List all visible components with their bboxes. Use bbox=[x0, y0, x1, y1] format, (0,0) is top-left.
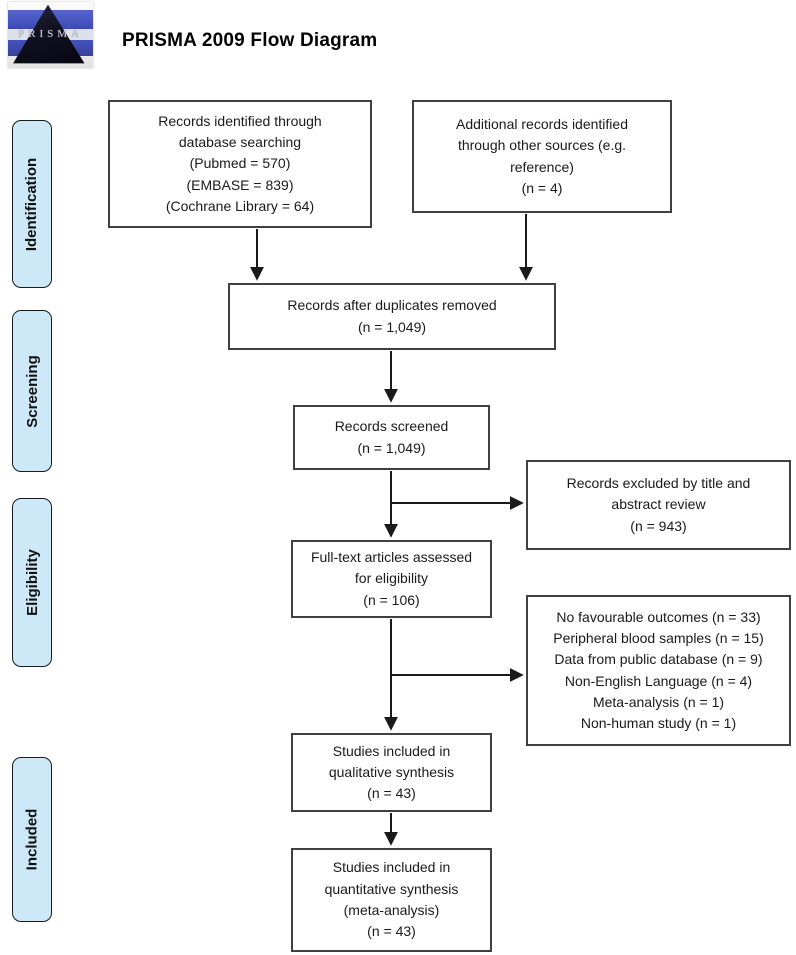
flow-box-database-records: Records identified through database sear… bbox=[108, 100, 372, 228]
stage-label-screening: Screening bbox=[12, 310, 52, 472]
flow-box-records-screened: Records screened (n = 1,049) bbox=[293, 405, 490, 470]
box-line: through other sources (e.g. bbox=[457, 137, 627, 154]
box-line: Studies included in bbox=[332, 859, 451, 876]
box-line: database searching bbox=[178, 134, 302, 151]
box-line: Peripheral blood samples (n = 15) bbox=[553, 629, 764, 646]
flow-box-excluded-title-abstract: Records excluded by title and abstract r… bbox=[526, 460, 791, 550]
box-line: (n = 43) bbox=[367, 785, 416, 802]
box-line: Data from public database (n = 9) bbox=[554, 651, 763, 668]
box-line: (n = 43) bbox=[367, 923, 416, 940]
stage-label-text: Screening bbox=[23, 354, 41, 428]
box-line: Records excluded by title and bbox=[566, 475, 751, 492]
box-line: qualitative synthesis bbox=[328, 763, 455, 780]
box-line: (Pubmed = 570) bbox=[189, 155, 291, 172]
box-line: abstract review bbox=[611, 496, 706, 513]
box-line: (n = 4) bbox=[521, 179, 563, 196]
stage-label-identification: Identification bbox=[12, 120, 52, 288]
flow-box-after-duplicates: Records after duplicates removed (n = 1,… bbox=[228, 283, 556, 350]
box-line: (n = 1,049) bbox=[357, 439, 426, 456]
flow-box-quantitative-synthesis: Studies included in quantitative synthes… bbox=[291, 848, 492, 952]
flow-box-qualitative-synthesis: Studies included in qualitative synthesi… bbox=[291, 733, 492, 812]
stage-label-text: Eligibility bbox=[23, 549, 41, 616]
box-line: for eligibility bbox=[354, 570, 429, 587]
box-line: Studies included in bbox=[332, 742, 451, 759]
box-line: Records identified through bbox=[158, 112, 322, 129]
box-line: Non-human study (n = 1) bbox=[580, 715, 737, 732]
box-line: reference) bbox=[510, 158, 574, 175]
box-line: (Cochrane Library = 64) bbox=[165, 197, 315, 214]
box-line: (n = 1,049) bbox=[357, 318, 427, 335]
box-line: (EMBASE = 839) bbox=[186, 176, 294, 193]
box-line: (meta-analysis) bbox=[343, 902, 440, 918]
box-line: Additional records identified bbox=[456, 115, 628, 132]
box-line: Non-English Language (n = 4) bbox=[564, 672, 753, 689]
box-line: Full-text articles assessed bbox=[310, 549, 473, 566]
page-title: PRISMA 2009 Flow Diagram bbox=[122, 30, 378, 51]
box-line: (n = 106) bbox=[363, 591, 420, 608]
flow-box-fulltext-excluded-reasons: No favourable outcomes (n = 33) Peripher… bbox=[526, 595, 791, 746]
box-line: (n = 943) bbox=[630, 517, 687, 534]
stage-label-text: Identification bbox=[23, 157, 41, 251]
stage-label-included: Included bbox=[12, 757, 52, 922]
box-line: Records screened bbox=[334, 418, 449, 435]
flow-box-other-sources: Additional records identified through ot… bbox=[412, 100, 672, 213]
prisma-logo: PRISMA bbox=[8, 2, 93, 68]
stage-label-text: Included bbox=[23, 808, 41, 871]
box-line: No favourable outcomes (n = 33) bbox=[556, 608, 761, 625]
stage-label-eligibility: Eligibility bbox=[12, 498, 52, 667]
box-line: quantitative synthesis bbox=[324, 880, 459, 897]
logo-text: PRISMA bbox=[18, 28, 83, 40]
flow-box-fulltext-assessed: Full-text articles assessed for eligibil… bbox=[291, 540, 492, 618]
box-line: Meta-analysis (n = 1) bbox=[592, 693, 725, 710]
box-line: Records after duplicates removed bbox=[287, 297, 497, 314]
